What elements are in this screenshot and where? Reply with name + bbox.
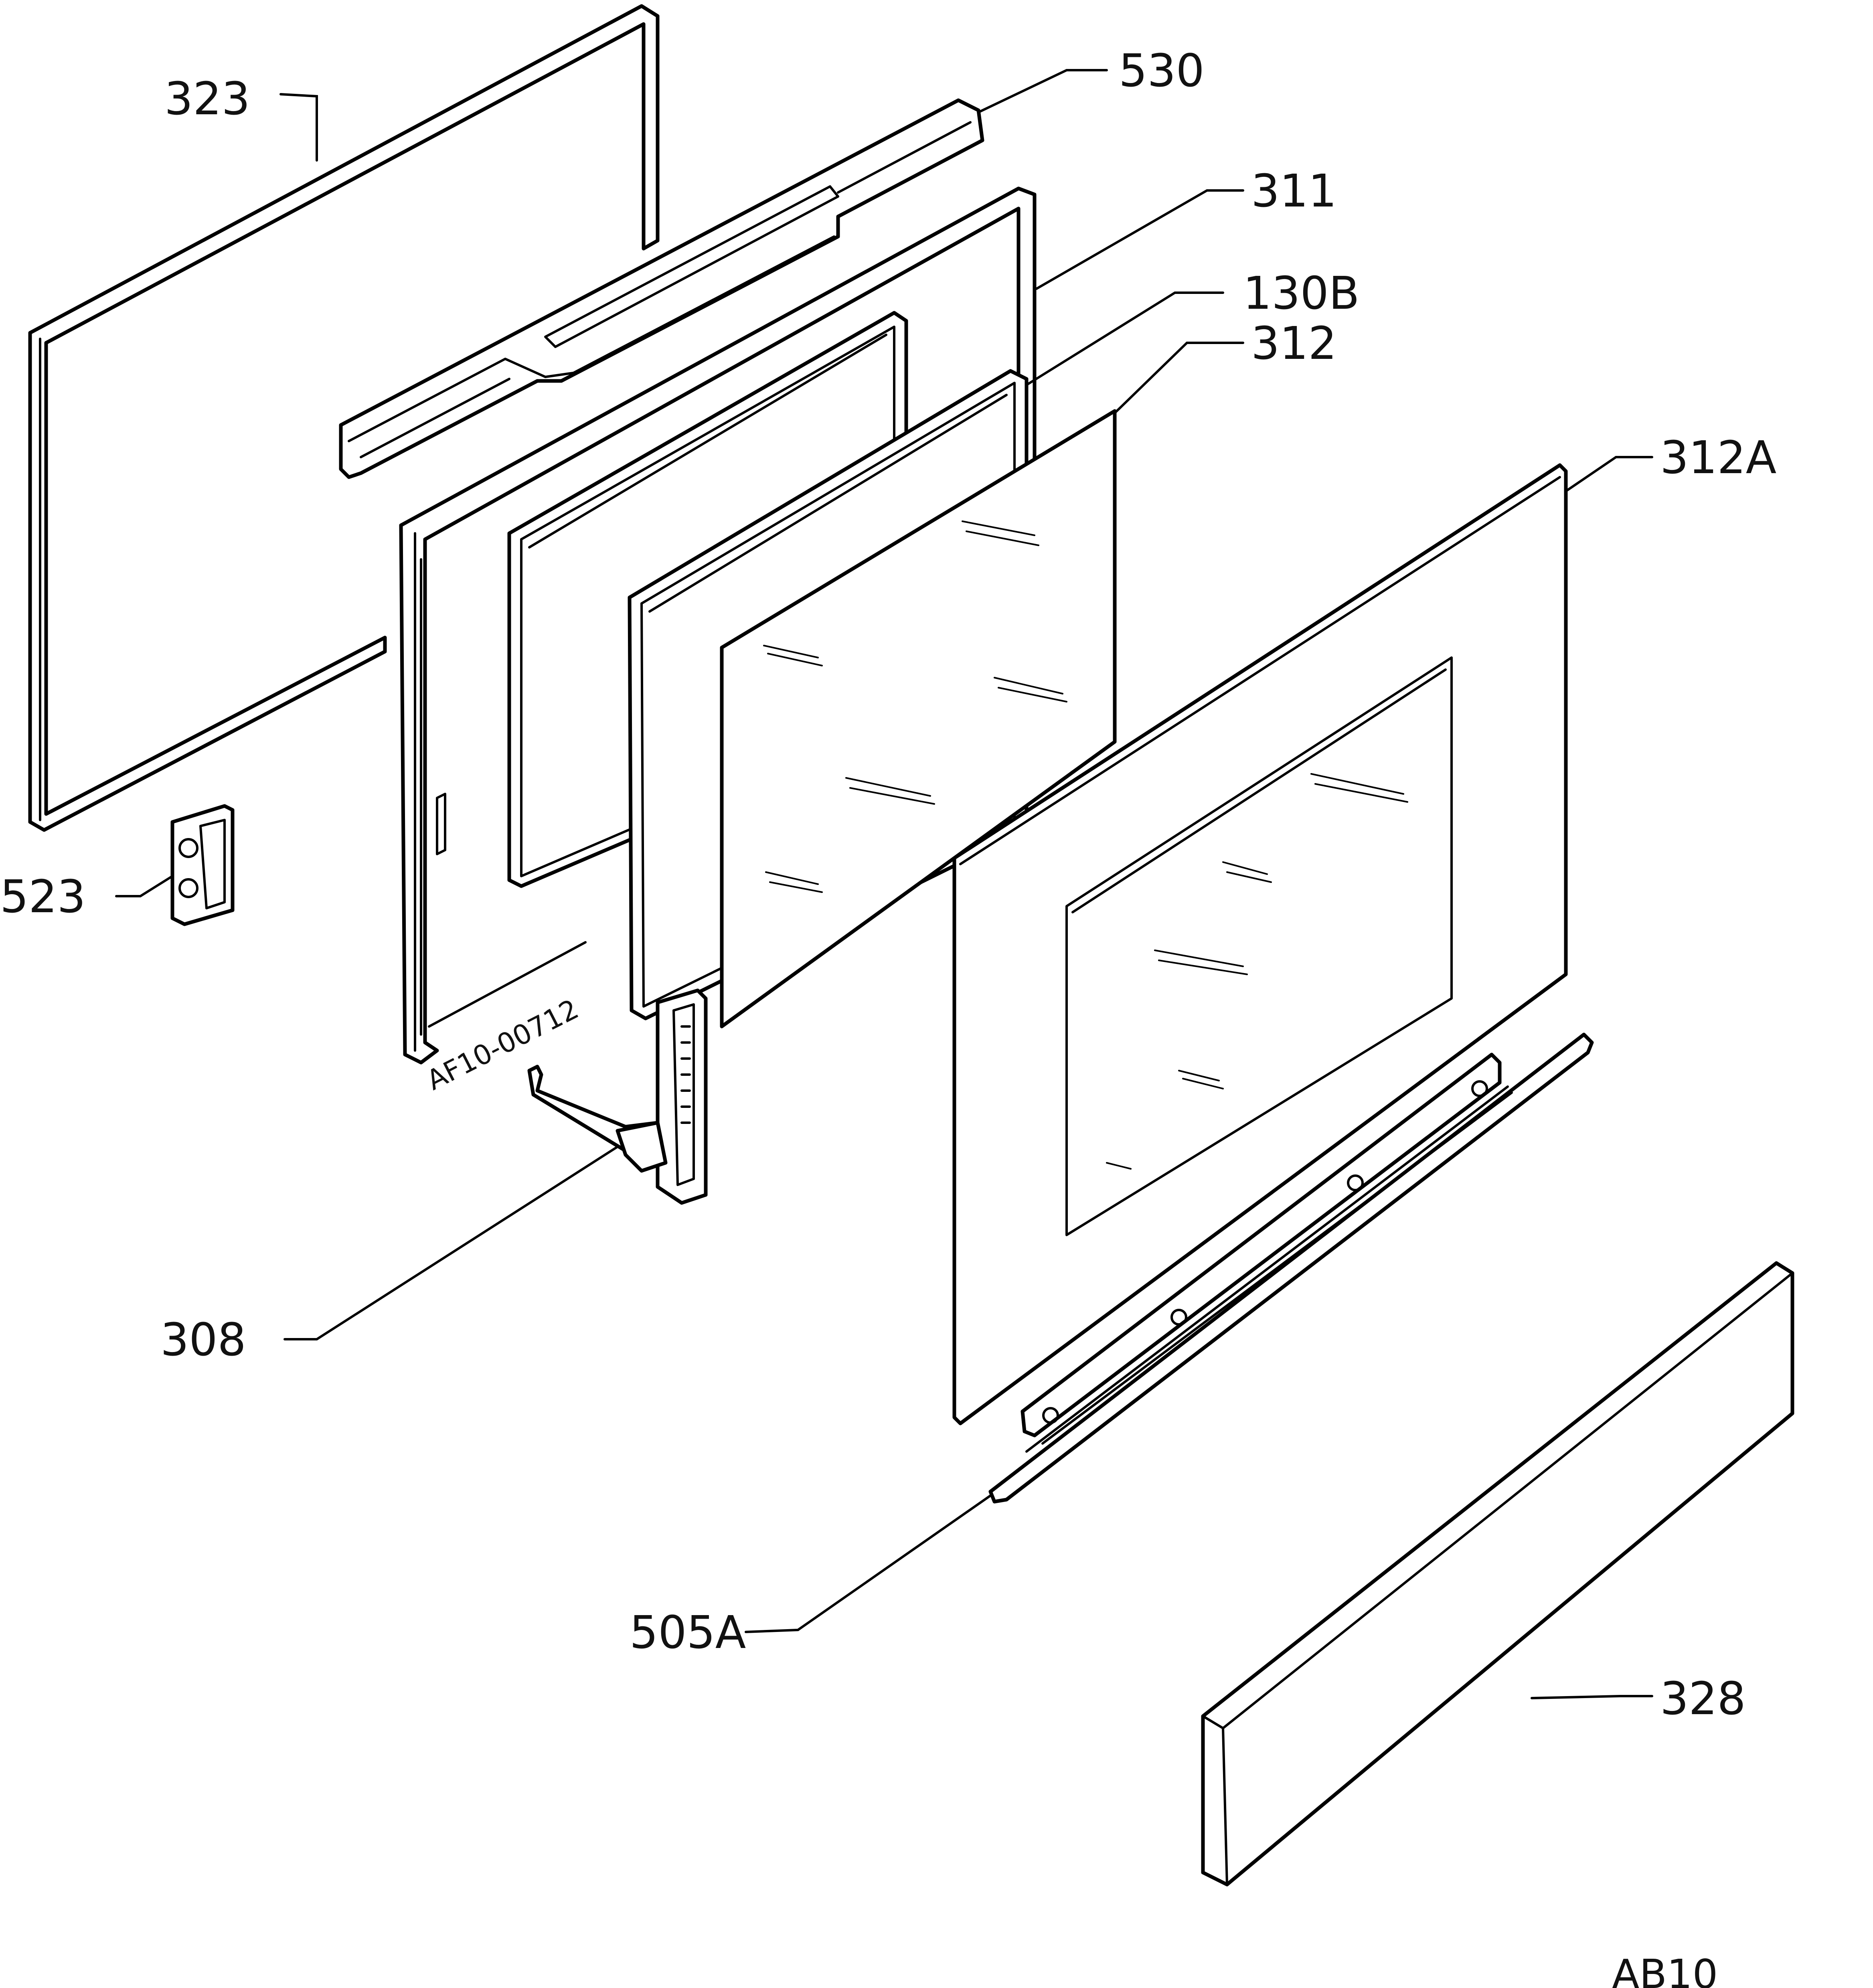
page-reference: AB10 [1612, 1951, 1718, 1988]
leader-523 [115, 875, 174, 897]
callout-130B: 130B [1243, 267, 1360, 320]
part-523-hinge-bracket [170, 804, 235, 926]
leader-323 [279, 93, 318, 162]
part-308-door-hinge [527, 988, 708, 1205]
part-328-handle-bar [1201, 1261, 1794, 1887]
part-312A-outer-panel [952, 463, 1568, 1425]
callout-312A: 312A [1660, 432, 1776, 484]
part-323-door-seal [28, 4, 660, 832]
leader-311 [1035, 189, 1244, 290]
callout-523: 523 [0, 871, 86, 923]
callout-308: 308 [160, 1314, 246, 1366]
leader-130B [1025, 292, 1224, 386]
leader-308 [283, 1146, 619, 1340]
leader-312 [1114, 342, 1244, 414]
part-311-inner-frame [399, 186, 1037, 1065]
callout-323: 323 [164, 73, 250, 125]
callout-505A: 505A [630, 1607, 746, 1659]
leader-530 [977, 69, 1108, 113]
callout-311: 311 [1251, 165, 1337, 217]
part-505A-bottom-rail [988, 1032, 1594, 1504]
part-530-top-profile [339, 98, 984, 479]
leader-312A [1565, 456, 1653, 492]
leader-328 [1531, 1695, 1653, 1699]
part-312-glass-panel [720, 409, 1117, 1028]
callout-328: 328 [1660, 1673, 1746, 1725]
callout-312: 312 [1251, 318, 1337, 370]
callout-530: 530 [1119, 45, 1205, 97]
leader-505A [745, 1494, 992, 1633]
drawing-code: AF10-00712 [422, 993, 584, 1097]
leader-lines [115, 69, 1653, 1699]
